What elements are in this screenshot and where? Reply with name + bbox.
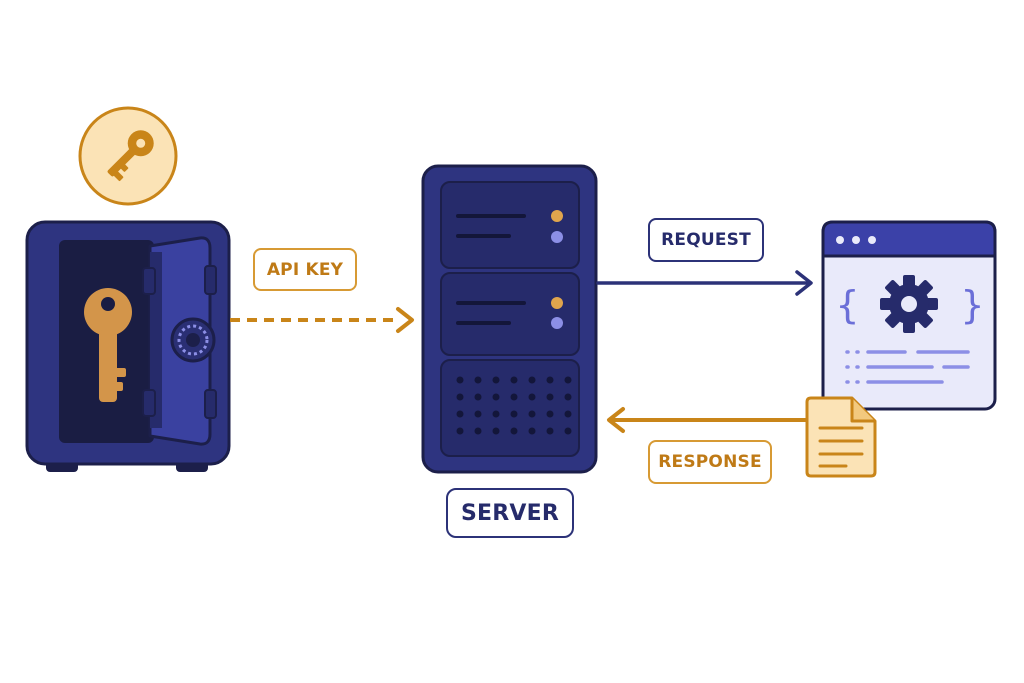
svg-text:}: }: [961, 283, 984, 327]
response-label: RESPONSE: [648, 440, 772, 484]
dial-icon: [170, 317, 216, 363]
api-key-label: API KEY: [253, 248, 357, 291]
vault-key-icon: [84, 288, 132, 402]
safe-icon: [25, 220, 231, 472]
server-rack-icon: [421, 164, 598, 474]
key-badge-icon: [78, 106, 178, 206]
gear-icon: [880, 275, 938, 333]
response-arrow: [607, 407, 810, 433]
svg-text:{: {: [836, 283, 859, 327]
server-label: SERVER: [446, 488, 574, 538]
api-key-arrow: [230, 307, 414, 333]
request-label: REQUEST: [648, 218, 764, 262]
request-arrow: [596, 270, 813, 296]
browser-window-gear-icon: { }: [821, 220, 997, 411]
document-icon: [805, 396, 877, 478]
